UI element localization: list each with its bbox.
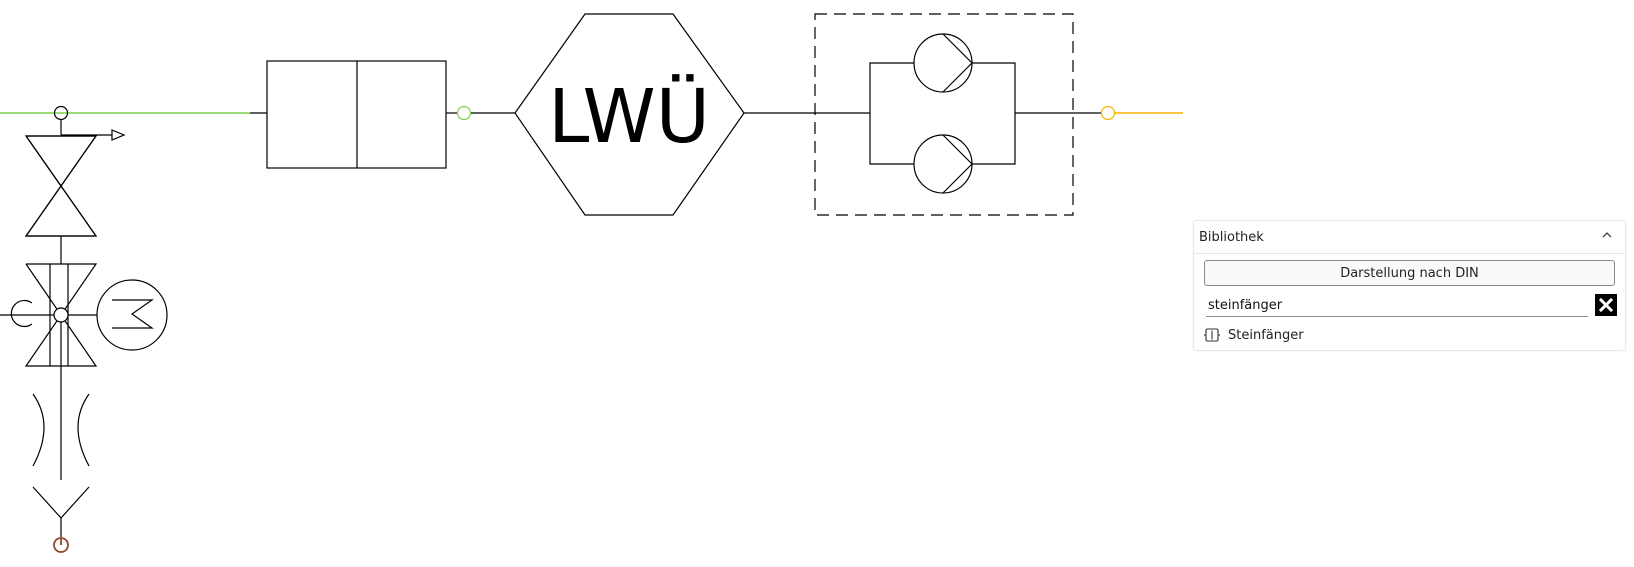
strainer-icon <box>1204 327 1220 343</box>
chevron-up-icon[interactable] <box>1599 227 1615 243</box>
motor-symbol[interactable] <box>96 279 168 351</box>
library-panel-title: Bibliothek <box>1199 230 1264 245</box>
green-connector[interactable] <box>456 105 472 121</box>
valve-assembly[interactable] <box>0 105 168 553</box>
pump-top[interactable] <box>913 33 973 93</box>
library-result-label: Steinfänger <box>1228 328 1304 343</box>
library-search-input[interactable] <box>1206 294 1588 317</box>
panel-divider <box>1194 253 1625 254</box>
orifice <box>32 393 90 467</box>
din-representation-button[interactable]: Darstellung nach DIN <box>1204 260 1615 286</box>
motorized-valve[interactable] <box>0 263 168 367</box>
library-panel: Bibliothek Darstellung nach DIN Steinfän… <box>1193 220 1626 351</box>
strainer-symbol[interactable] <box>266 60 447 169</box>
pump-bottom[interactable] <box>913 134 973 194</box>
library-panel-header[interactable]: Bibliothek <box>1194 221 1625 253</box>
yellow-connector[interactable] <box>1100 105 1116 121</box>
close-icon[interactable] <box>1595 294 1617 316</box>
heat-exchanger-label: LWÜ <box>548 73 710 160</box>
heat-exchanger[interactable] <box>514 13 745 216</box>
pump-group[interactable] <box>814 13 1074 216</box>
library-result-item[interactable]: Steinfänger <box>1204 324 1454 346</box>
connector-funnel <box>32 486 90 519</box>
